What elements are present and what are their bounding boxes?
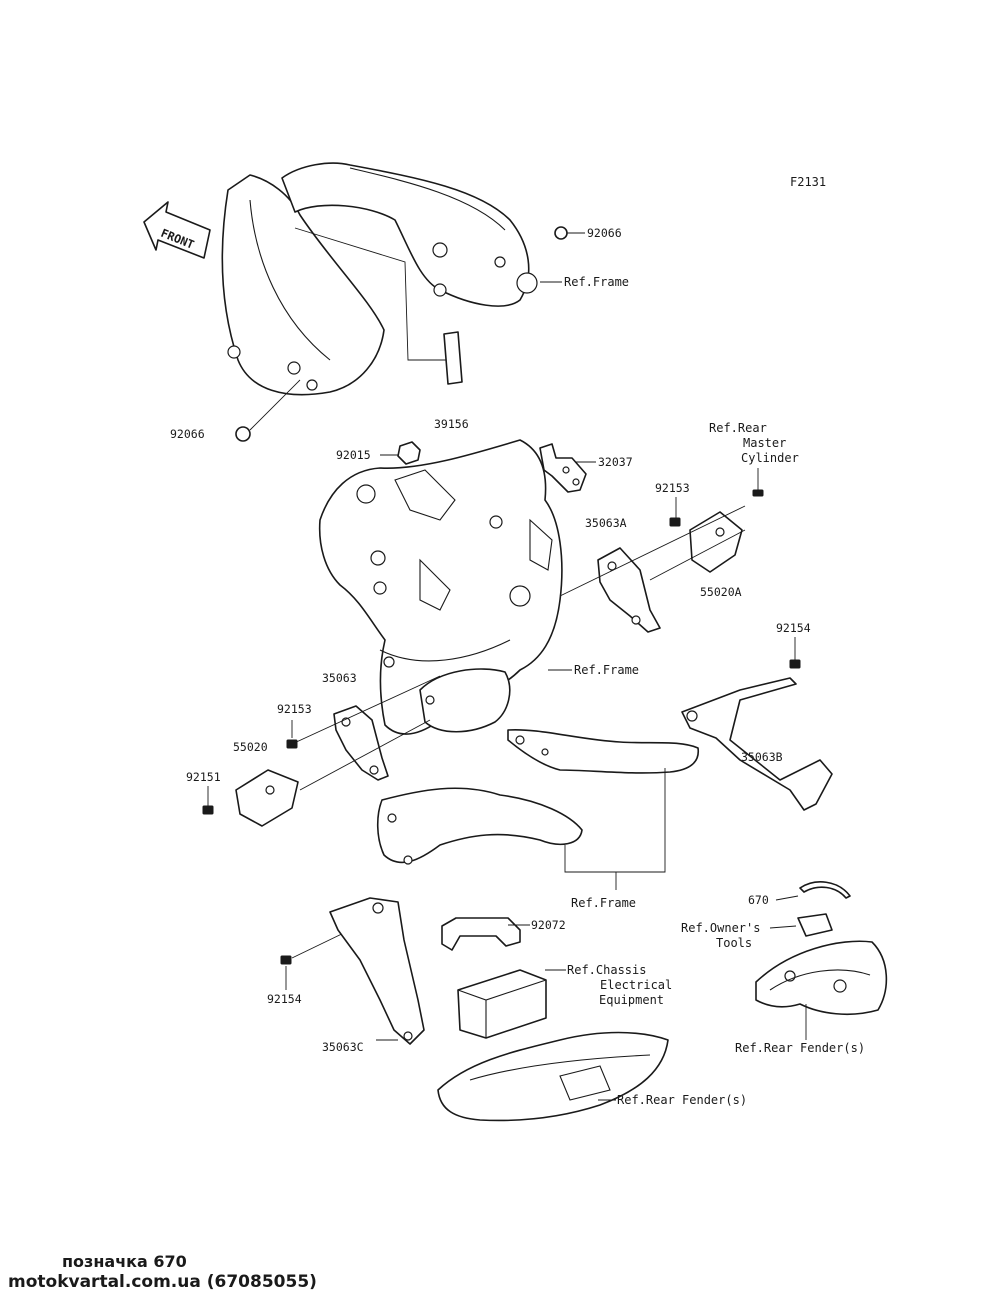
label-tools: Tools (716, 936, 752, 950)
figure-code: F2131 (790, 175, 826, 189)
label-92153-right: 92153 (655, 481, 690, 495)
label-35063: 35063 (322, 671, 357, 685)
bracket-35063A (597, 547, 661, 633)
label-92066-left: 92066 (170, 427, 205, 441)
label-92153-left: 92153 (277, 702, 312, 716)
frame-head-part (281, 162, 538, 307)
label-670: 670 (748, 893, 769, 907)
bolt-92153-right (669, 517, 681, 527)
bracket-35063 (333, 705, 389, 781)
label-92015: 92015 (336, 448, 371, 462)
front-fairing-part (221, 174, 385, 396)
bolt-92151 (202, 805, 214, 815)
bolt-92154-right (789, 659, 801, 669)
label-ref-owners: Ref.Owner's (681, 921, 760, 935)
rear-fender-lower-part (437, 1031, 669, 1122)
label-35063C: 35063C (322, 1040, 364, 1054)
caption-source: motokvartal.com.ua (67085055) (8, 1272, 317, 1292)
front-arrow-icon: FRONT (143, 201, 211, 259)
heel-guard-55020 (235, 769, 299, 827)
label-ref-frame-top: Ref.Frame (564, 275, 629, 289)
label-92154-right: 92154 (776, 621, 811, 635)
tool-strap-670 (799, 881, 851, 899)
label-32037: 32037 (598, 455, 633, 469)
label-ref-frame-middle: Ref.Frame (574, 663, 639, 677)
battery-part (457, 969, 547, 1039)
bolt-rear-master-cylinder (752, 489, 764, 497)
label-39156: 39156 (434, 417, 469, 431)
label-92154-left: 92154 (267, 992, 302, 1006)
label-ref-rear-fender-lower: Ref.Rear Fender(s) (617, 1093, 747, 1107)
label-35063A: 35063A (585, 516, 627, 530)
label-electrical: Electrical (600, 978, 672, 992)
label-master: Master (743, 436, 786, 450)
grommet-92066-left (235, 426, 251, 442)
main-frame-part (318, 439, 563, 735)
label-cylinder: Cylinder (741, 451, 799, 465)
battery-cover-92072 (441, 917, 521, 951)
rear-fender-right-part (755, 940, 888, 1016)
label-92072: 92072 (531, 918, 566, 932)
heel-guard-55020A (689, 511, 743, 573)
label-ref-rear: Ref.Rear (709, 421, 767, 435)
subframe-rail-part (507, 728, 699, 774)
label-55020A: 55020A (700, 585, 742, 599)
label-92151: 92151 (186, 770, 221, 784)
bracket-35063C (329, 897, 425, 1045)
label-ref-chassis: Ref.Chassis (567, 963, 646, 977)
label-sticker-39156 (294, 227, 463, 385)
label-35063B: 35063B (741, 750, 783, 764)
caption-part-mark: позначка 670 (62, 1252, 187, 1271)
label-ref-rear-fender-right: Ref.Rear Fender(s) (735, 1041, 865, 1055)
nut-92015 (397, 441, 421, 465)
label-ref-frame-lower: Ref.Frame (571, 896, 636, 910)
lower-subframe-part (376, 787, 583, 865)
label-equipment: Equipment (599, 993, 664, 1007)
bracket-35063B (681, 677, 833, 811)
owners-tools-pouch (797, 913, 833, 937)
bolt-bracket-32037 (539, 443, 587, 493)
bolt-92154-left (280, 955, 292, 965)
label-55020: 55020 (233, 740, 268, 754)
label-92066-top: 92066 (587, 226, 622, 240)
grommet-92066-top (554, 226, 585, 240)
